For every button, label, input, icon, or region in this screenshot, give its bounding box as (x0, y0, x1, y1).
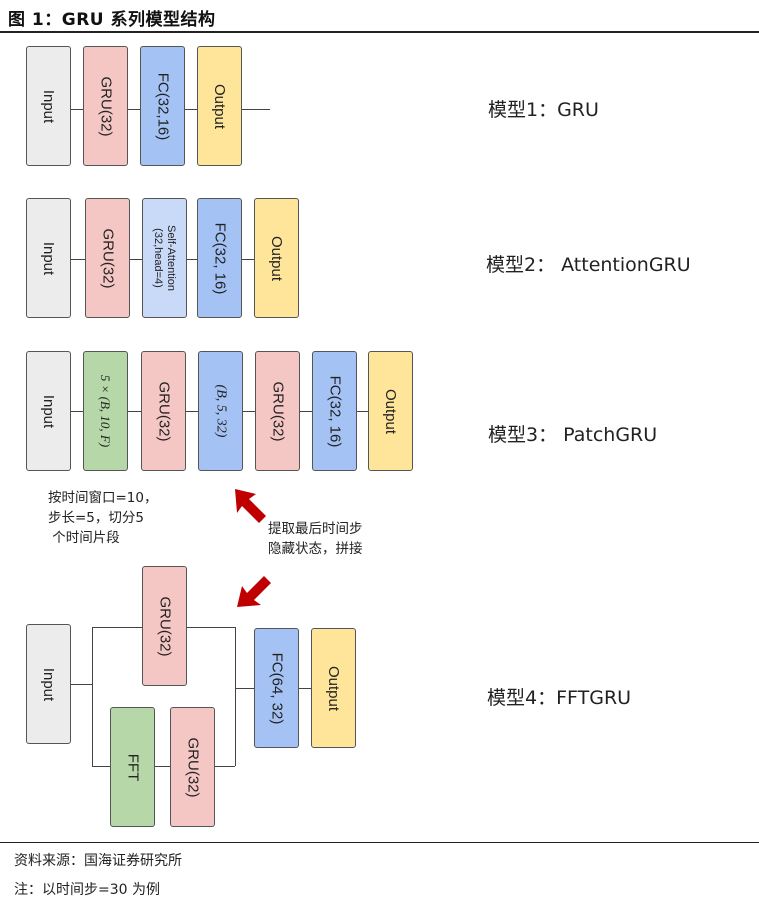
gru-block-2: GRU(32) (170, 707, 215, 827)
gru-block: GRU(32) (141, 351, 186, 471)
footer-rule (0, 842, 759, 843)
gru-block: GRU(32) (85, 198, 130, 318)
gru-block: GRU(32) (142, 566, 187, 686)
fc-block: FC(64, 32) (254, 628, 299, 748)
hidden-state-block: (B, 5, 32) (198, 351, 243, 471)
output-block: Output (311, 628, 356, 748)
red-arrow-icon (235, 489, 266, 523)
source-text: 资料来源：国海证券研究所 (14, 853, 182, 869)
fc-block: FC(32, 16) (312, 351, 357, 471)
model2-label: 模型2： AttentionGRU (486, 254, 691, 276)
connector (92, 627, 93, 766)
input-block: Input (26, 198, 71, 318)
footnote-text: 注：以时间步=30 为例 (14, 882, 160, 898)
concat-note: 提取最后时间步 隐藏状态，拼接 (268, 521, 363, 557)
input-block: Input (26, 46, 71, 166)
fft-block: FFT (110, 707, 155, 827)
fc-block: FC(32, 16) (197, 198, 242, 318)
figure-title: 图 1：GRU 系列模型结构 (8, 10, 216, 30)
title-rule (0, 31, 759, 33)
fc-block: FC(32,16) (140, 46, 185, 166)
self-attention-block: Self-Attention (32,head=4) (142, 198, 187, 318)
model4-label: 模型4：FFTGRU (487, 687, 632, 709)
connector (235, 627, 236, 766)
model3-label: 模型3： PatchGRU (488, 424, 658, 446)
patch-block: 5 × (B, 10, F) (83, 351, 128, 471)
output-block: Output (254, 198, 299, 318)
input-block: Input (26, 351, 71, 471)
red-arrow-icon (237, 576, 271, 607)
model1-label: 模型1：GRU (488, 99, 599, 121)
output-block: Output (368, 351, 413, 471)
connector (92, 766, 235, 767)
input-block: Input (26, 624, 71, 744)
patch-split-note: 按时间窗口=10， 步长=5，切分5 个时间片段 (48, 490, 158, 546)
gru-block: GRU(32) (83, 46, 128, 166)
output-block: Output (197, 46, 242, 166)
gru-block-2: GRU(32) (255, 351, 300, 471)
connector (70, 684, 92, 685)
